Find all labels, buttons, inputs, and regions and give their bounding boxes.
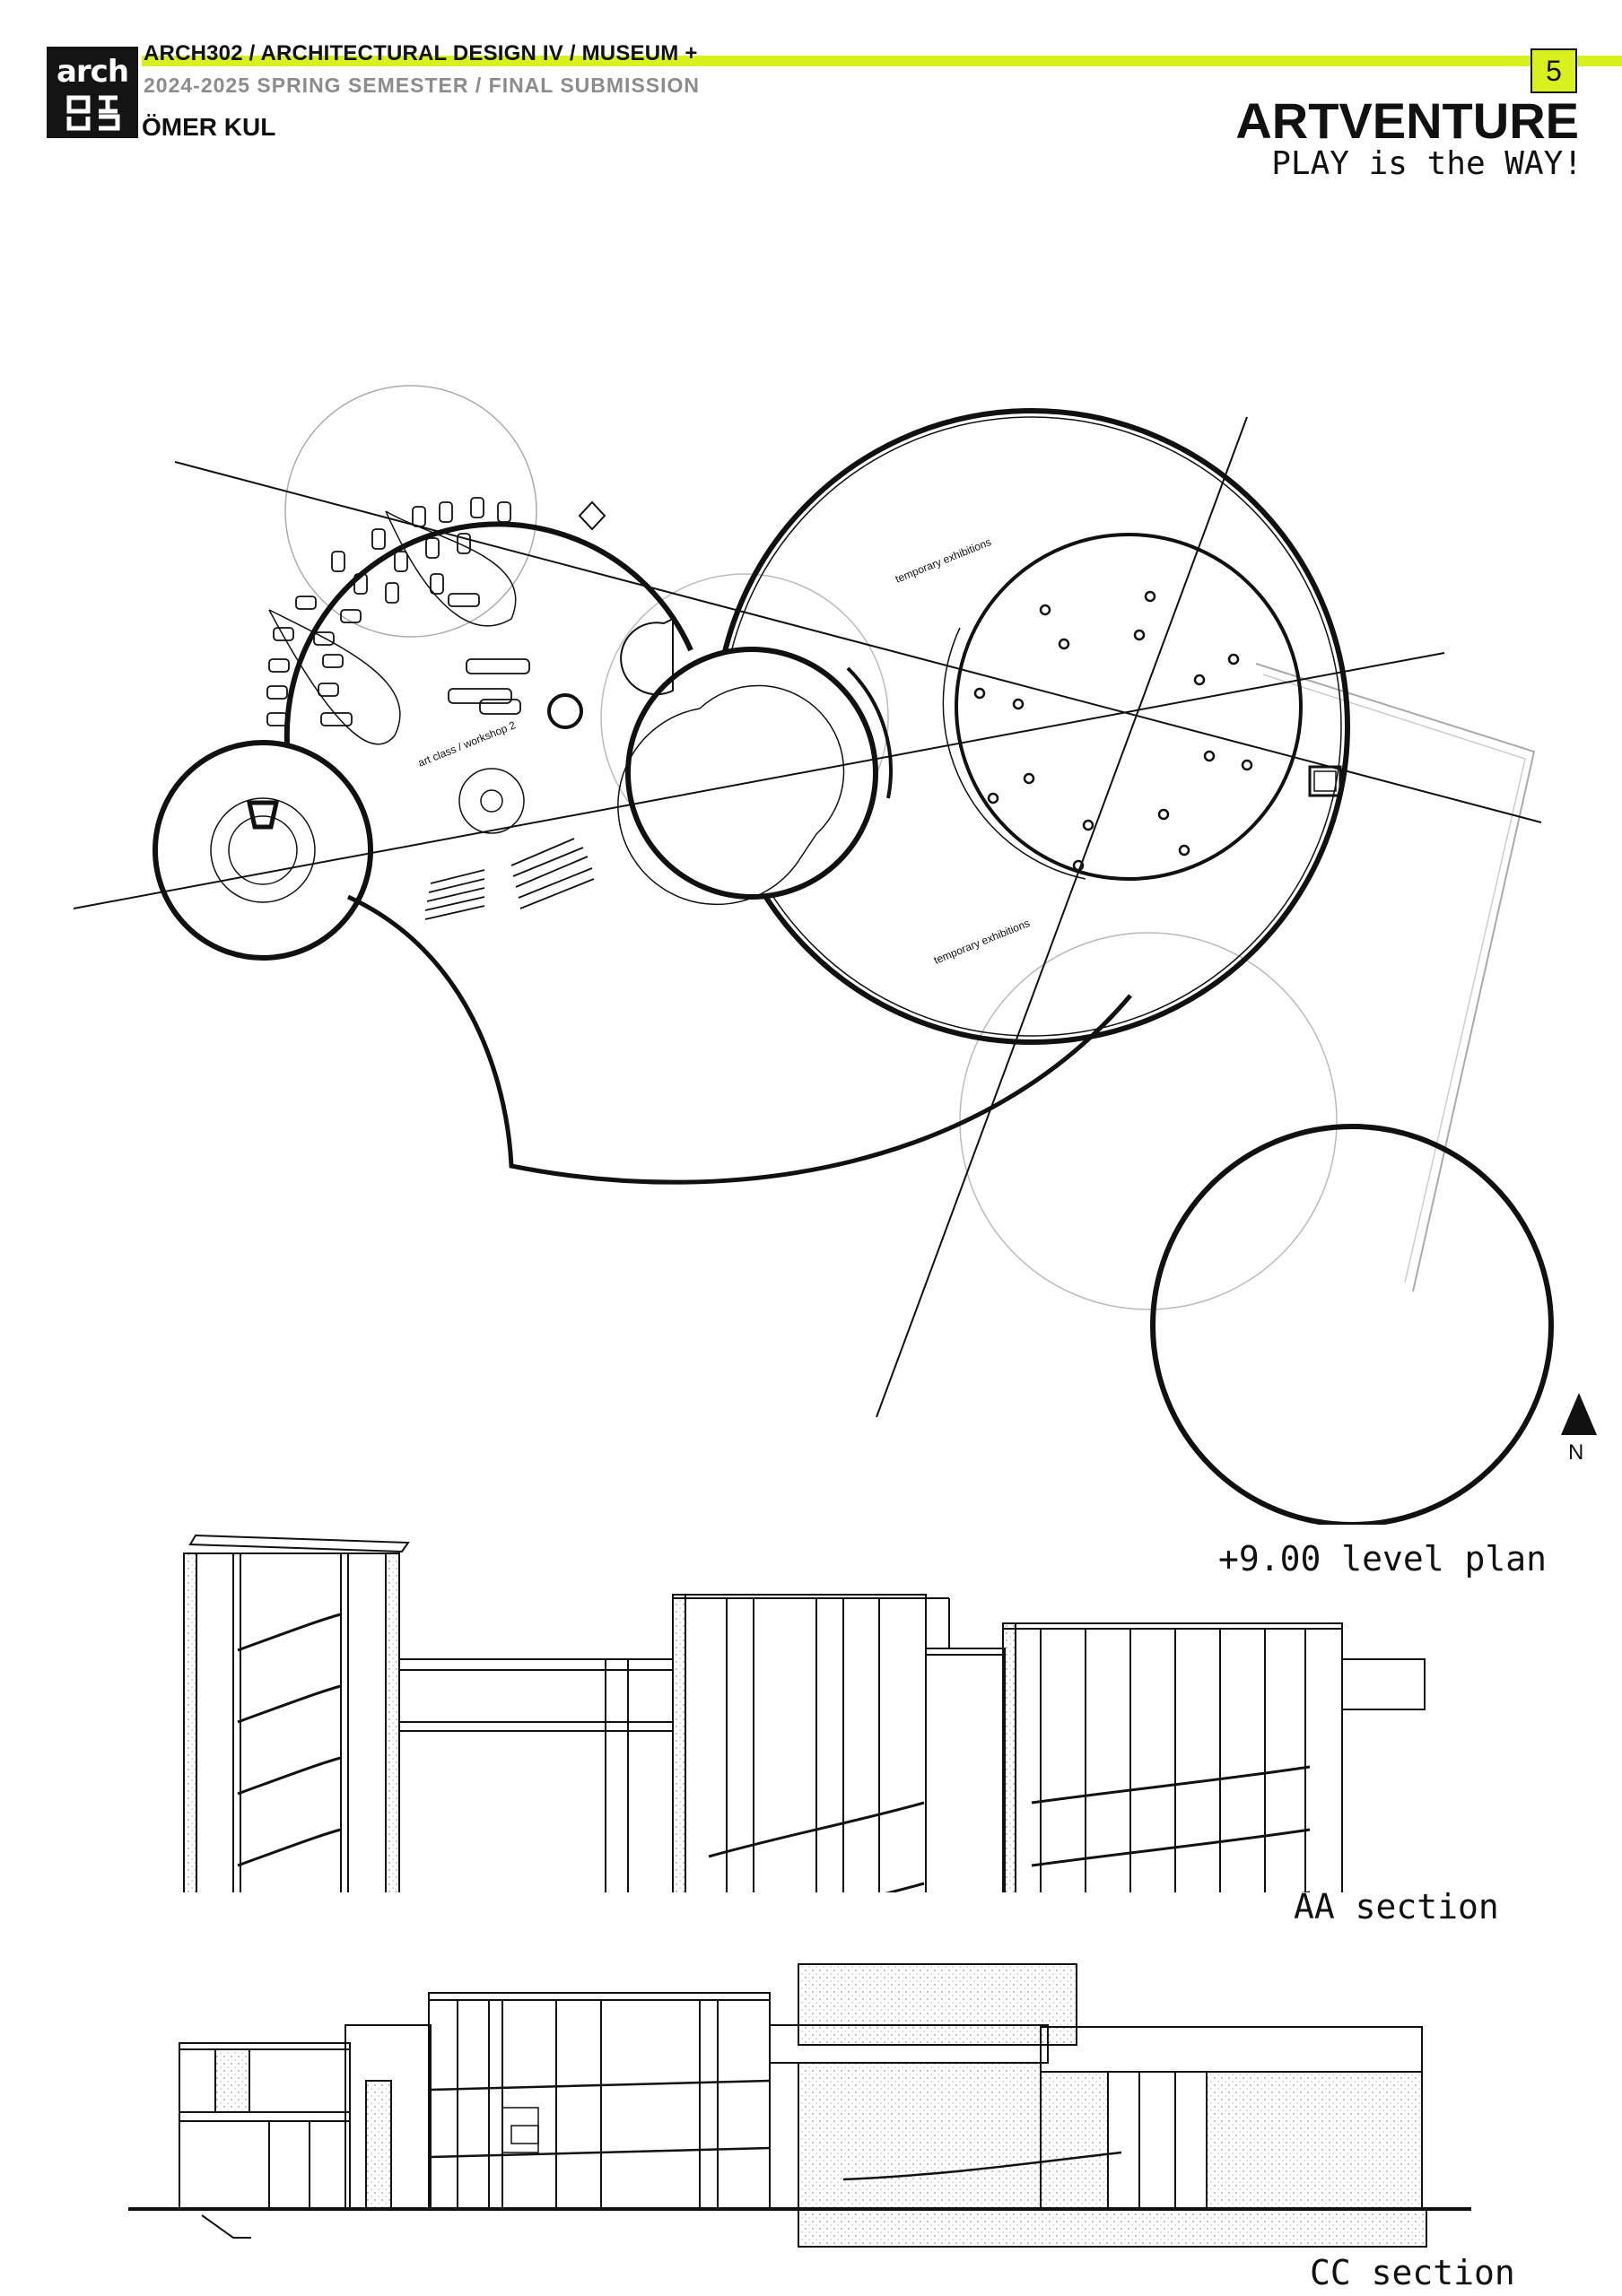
section-line-cc — [876, 416, 1248, 1418]
aa-section-caption: AA section — [1294, 1887, 1499, 1926]
aa-gallery-block — [672, 1594, 927, 1892]
plan-caption: +9.00 level plan — [1218, 1539, 1548, 1578]
aa-exhibition-block — [1002, 1622, 1343, 1892]
accent-bar — [142, 56, 1622, 66]
cc-section-caption: CC section — [1310, 2253, 1515, 2292]
west-tower-wall — [153, 740, 373, 961]
cc-upper-block — [798, 1963, 1077, 2046]
west-tower-stair — [246, 800, 280, 830]
elevator-core — [1308, 765, 1342, 797]
level-plan-drawing: temporary exhibitions temporary exhibiti… — [73, 385, 1597, 1525]
label-temporary-exhibitions-south: temporary exhibitions — [932, 917, 1032, 967]
semester-line: 2024-2025 SPRING SEMESTER / FINAL SUBMIS… — [144, 74, 701, 97]
context-circle-nw — [284, 385, 537, 638]
project-slogan: PLAY is the WAY! — [1271, 145, 1583, 182]
section-line-aa — [174, 461, 1542, 823]
author-name: ÖMER KUL — [142, 113, 276, 141]
cc-hall-mass — [798, 2062, 1042, 2210]
cc-ramp — [842, 2151, 1122, 2181]
aa-gallery-ramp — [708, 1801, 925, 1892]
label-art-class-workshop: art class / workshop 2 — [416, 718, 518, 770]
aa-connector — [925, 1648, 1006, 1892]
cc-east-mass — [1040, 2071, 1423, 2210]
school-logo: arch — [47, 47, 138, 138]
context-circle-se — [959, 932, 1338, 1310]
atrium-wall — [955, 533, 1303, 881]
cc-west-stair — [201, 2214, 251, 2239]
workshop-tables — [266, 497, 530, 726]
rotunda-inner-ramp — [617, 684, 845, 906]
auditorium-seating — [424, 838, 595, 920]
south-terrace-edge — [346, 894, 1132, 1185]
north-arrow-icon — [1561, 1393, 1597, 1435]
cc-west-wing — [179, 2042, 351, 2210]
workshop-round-table — [458, 768, 525, 834]
cc-hall-ramp — [430, 2079, 771, 2159]
atrium-ramp-line — [942, 627, 1086, 880]
project-title: ARTVENTURE — [1235, 92, 1579, 149]
se-pavilion-wall — [1150, 1124, 1554, 1525]
aa-tower-frame — [183, 1552, 400, 1892]
site-boundary-inner — [1262, 674, 1526, 1283]
aa-middle-block — [398, 1658, 674, 1892]
course-title: ARCH302 / ARCHITECTURAL DESIGN IV / MUSE… — [144, 41, 698, 65]
north-label: N — [1568, 1440, 1584, 1465]
aa-exhibition-ramp — [1031, 1765, 1311, 1892]
logo-wordmark: arch — [56, 54, 129, 90]
rotunda-arc — [846, 666, 893, 799]
aa-tower-spiral-ramp — [237, 1613, 342, 1867]
west-tower-void — [228, 815, 298, 885]
site-boundary — [1255, 663, 1536, 1292]
north-skylight — [578, 500, 606, 531]
cc-section-drawing — [128, 1963, 1471, 2248]
exhibition-columns — [973, 590, 1253, 872]
page-number-badge: 5 — [1530, 48, 1577, 93]
cc-foundation — [798, 2208, 1427, 2248]
workshop-island-curve-2 — [268, 609, 401, 745]
aa-section-drawing — [183, 1534, 1426, 1892]
workshop-column — [547, 693, 583, 729]
label-temporary-exhibitions-north: temporary exhibitions — [894, 535, 993, 586]
cc-roof-block — [1040, 2026, 1423, 2073]
workshop-island-curve — [385, 510, 517, 627]
aa-cantilever — [1341, 1658, 1426, 1710]
aa-roof-canopy — [188, 1534, 410, 1553]
logo-glyph-icon — [66, 95, 120, 131]
west-tower-core — [210, 797, 316, 903]
north-core — [620, 617, 674, 696]
section-line-bb — [73, 652, 1445, 909]
